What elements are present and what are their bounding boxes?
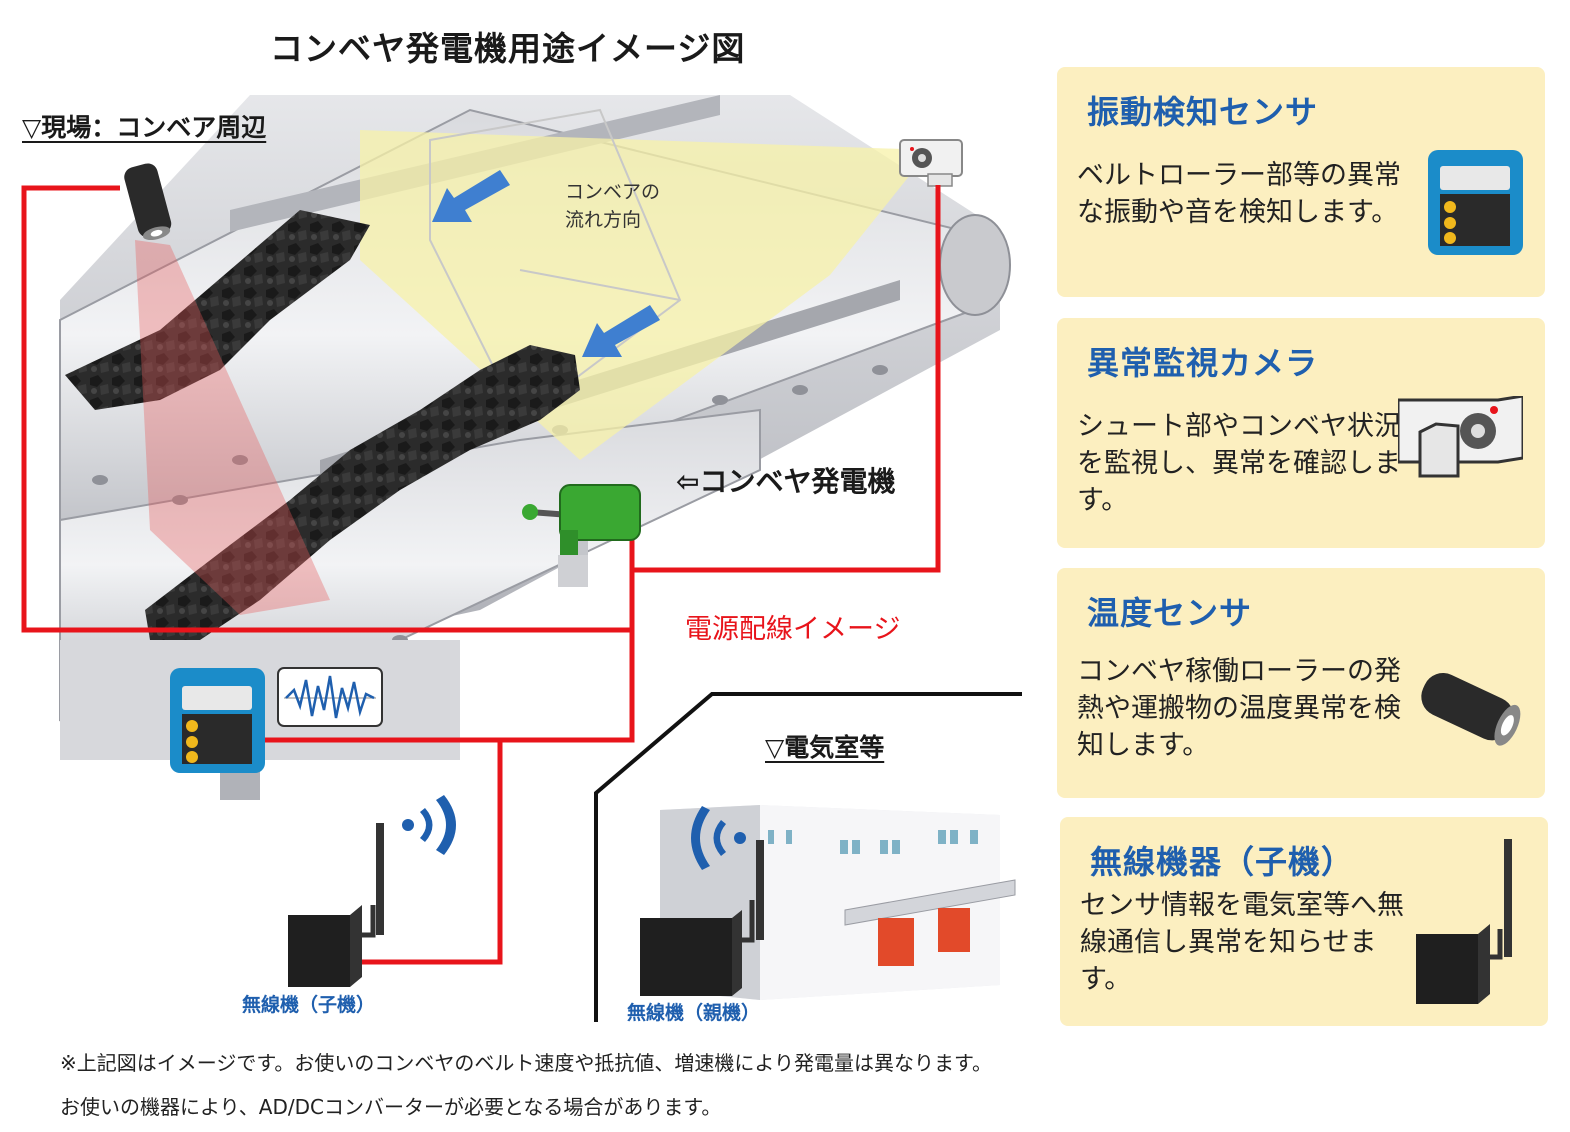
card-vibration-sensor: 振動検知センサ ベルトローラー部等の異常な振動や音を検知します。 <box>1057 67 1545 297</box>
power-wiring-label: 電源配線イメージ <box>685 614 901 645</box>
parent-signal-icon <box>691 806 746 870</box>
temp-sensor-beam <box>135 240 330 615</box>
flow-arrow-upper <box>432 170 510 222</box>
vibration-sensor-device <box>170 668 265 773</box>
footnote-1: ※上記図はイメージです。お使いのコンベヤのベルト速度や抵抗値、増速機により発電量… <box>60 1051 992 1075</box>
parent-unit-caption: 無線機（親機） <box>627 1002 761 1024</box>
card-body: センサ情報を電気室等へ無線通信し異常を知らせます。 <box>1080 890 1404 995</box>
card-title: 振動検知センサ <box>1087 93 1319 131</box>
camera-device <box>899 139 963 187</box>
wireless-unit-icon <box>1416 839 1512 1004</box>
waveform-display <box>277 667 383 727</box>
conveyor-illustration <box>21 95 1022 1022</box>
flow-arrow-lower <box>582 305 660 357</box>
security-camera-icon <box>1398 396 1523 478</box>
card-temperature-sensor: 温度センサ コンベヤ稼働ローラーの発熱や運搬物の温度異常を検知します。 <box>1057 568 1545 798</box>
card-security-camera: 異常監視カメラ シュート部やコンベヤ状況を監視し、異常を確認します。 <box>1057 318 1545 548</box>
page-title: コンベヤ発電機用途イメージ図 <box>270 29 746 68</box>
footnote-2: お使いの機器により、AD/DCコンバーターが必要となる場合があります。 <box>60 1095 722 1119</box>
flow-label-line2: 流れ方向 <box>565 209 642 231</box>
conveyor-generator <box>522 484 641 587</box>
temperature-sensor-icon <box>1421 673 1521 746</box>
coal-lower-belt <box>145 345 580 640</box>
card-body: シュート部やコンベヤ状況を監視し、異常を確認します。 <box>1077 411 1401 516</box>
card-wireless-unit: 無線機器（子機） センサ情報を電気室等へ無線通信し異常を知らせます。 <box>1060 817 1548 1026</box>
generator-label: ⇦コンベヤ発電機 <box>676 465 896 498</box>
card-body: ベルトローラー部等の異常な振動や音を検知します。 <box>1077 160 1401 228</box>
parent-wireless-unit <box>640 840 764 996</box>
temp-sensor-device <box>124 163 172 241</box>
child-wireless-unit <box>288 823 384 987</box>
room-partition <box>594 692 1022 1022</box>
flow-label-line1: コンベアの <box>565 181 661 203</box>
chute <box>429 108 682 422</box>
coal-upper-belt <box>65 210 370 410</box>
child-unit-caption: 無線機（子機） <box>242 994 376 1016</box>
vibration-sensor-icon <box>1428 150 1523 255</box>
card-title: 温度センサ <box>1087 594 1253 632</box>
card-body: コンベヤ稼働ローラーの発熱や運搬物の温度異常を検知します。 <box>1077 656 1401 761</box>
wireless-signal-icon <box>402 795 456 855</box>
site-section-label: ▽現場：コンベア周辺 <box>22 113 267 142</box>
card-title: 異常監視カメラ <box>1087 344 1319 382</box>
electric-room-label: ▽電気室等 <box>765 733 885 762</box>
card-title: 無線機器（子機） <box>1090 843 1355 881</box>
flow-direction-label: コンベアの 流れ方向 <box>565 178 660 234</box>
power-wiring <box>21 185 941 965</box>
